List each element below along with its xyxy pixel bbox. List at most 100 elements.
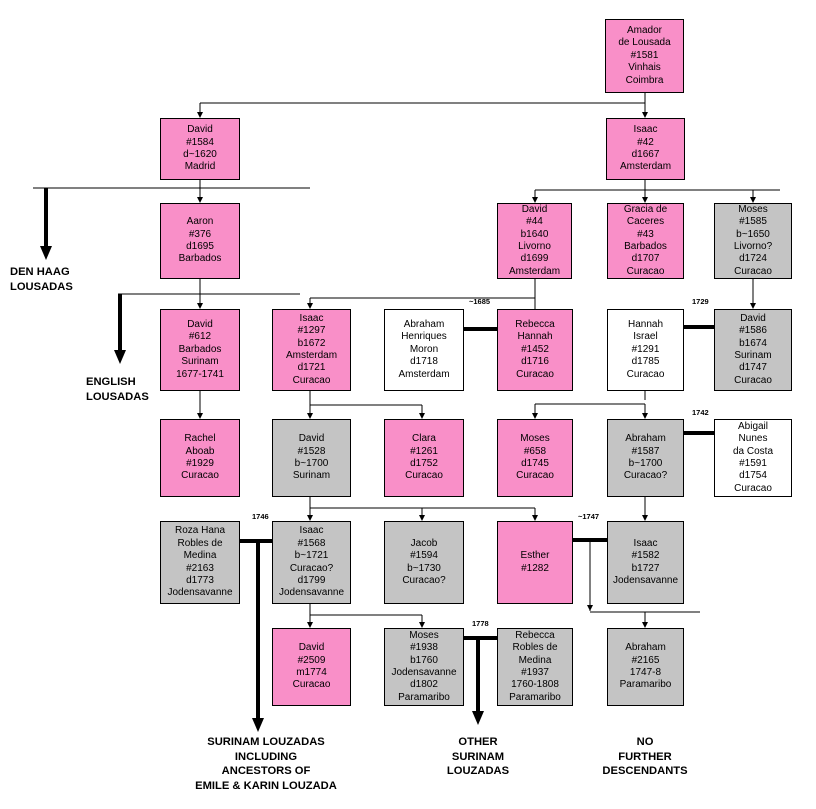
- person-box-line: Amsterdam: [398, 368, 450, 380]
- person-box-line: d1721: [297, 362, 326, 374]
- person-box-line: Barbados: [624, 241, 667, 252]
- person-box-line: Abraham: [403, 318, 445, 330]
- person-box-line: Amsterdam: [285, 350, 338, 361]
- person-box-line: David: [740, 312, 766, 324]
- marriage-year-label: 1746: [252, 512, 269, 521]
- person-box-line: Paramaribo: [509, 691, 561, 703]
- arrowhead: [197, 413, 203, 419]
- person-box-line: Moron: [409, 343, 439, 355]
- person-box-line: d1747: [739, 362, 767, 374]
- person-box-line: #376: [188, 228, 212, 240]
- branch-label-line: NO: [636, 736, 654, 748]
- person-box-line: Robles de: [512, 642, 558, 654]
- person-box-line: 1747-8: [629, 667, 662, 678]
- person-box-line: Jodensavanne: [391, 667, 457, 678]
- person-box-line: de Lousada: [618, 37, 671, 49]
- arrowhead: [532, 515, 538, 521]
- person-box-line: Moses: [409, 629, 439, 641]
- person-box-line: #2509: [297, 654, 326, 666]
- person-box-line: d1745: [521, 458, 549, 469]
- arrowhead: [197, 303, 203, 309]
- person-box-esther-1282[interactable]: Esther#1282: [497, 521, 573, 604]
- person-box-line: Curacao: [292, 374, 331, 386]
- person-box-line: Curacao: [626, 265, 665, 277]
- person-box-line: d1785: [631, 356, 660, 368]
- person-box-line: #1587: [631, 445, 660, 457]
- person-box-line: Medina: [518, 654, 552, 666]
- person-box-line: b~1700: [628, 458, 663, 469]
- person-box-line: Isaac: [299, 525, 324, 537]
- person-box-line: Surinam: [734, 350, 772, 361]
- branch-arrowhead: [252, 718, 264, 732]
- person-box-line: #1452: [521, 343, 549, 355]
- person-box-line: d1699: [520, 253, 549, 265]
- person-box-line: 1677-1741: [176, 368, 224, 380]
- person-box-line: Nunes: [738, 433, 768, 445]
- arrowhead: [750, 303, 756, 309]
- person-box-line: Abigail: [737, 420, 769, 432]
- person-box-line: Paramaribo: [619, 679, 672, 691]
- branch-label-line: SURINAM LOUZADAS: [207, 736, 325, 748]
- person-box-line: d1707: [631, 253, 660, 265]
- person-box-line: d1718: [410, 356, 438, 368]
- person-box-line: b1727: [631, 562, 660, 574]
- person-box-line: Madrid: [184, 161, 216, 173]
- person-box-line: Livorno: [518, 241, 551, 252]
- person-box-line: Amsterdam: [508, 265, 561, 277]
- branch-label-line: FURTHER: [618, 750, 672, 763]
- person-box-line: b1674: [739, 337, 767, 349]
- person-box-line: Aaron: [186, 216, 214, 228]
- person-box-line: Curacao?: [402, 574, 446, 586]
- person-box-line: #1591: [739, 458, 767, 469]
- person-box-line: Robles de: [177, 537, 223, 549]
- branch-label-line: OTHER: [458, 736, 498, 748]
- arrowhead: [532, 197, 538, 203]
- person-box-line: #1938: [410, 642, 438, 654]
- arrowhead: [532, 413, 538, 419]
- branch-label-no-descendants: NO FURTHER DESCENDANTS: [590, 735, 700, 779]
- person-box-line: Medina: [183, 550, 217, 562]
- person-box-line: d1799: [297, 574, 326, 586]
- person-box-line: #1586: [739, 325, 767, 337]
- person-box-line: #612: [188, 331, 212, 343]
- person-box-line: Vinhais: [628, 62, 661, 74]
- person-box-line: Rebecca: [515, 318, 555, 330]
- person-box-line: David: [187, 124, 213, 136]
- person-box-line: #1585: [739, 216, 767, 228]
- person-box-line: #1929: [186, 458, 214, 469]
- branch-label-line: DESCENDANTS: [602, 765, 688, 778]
- marriage-year-label: 1778: [472, 619, 489, 628]
- person-box-line: #2163: [186, 562, 214, 574]
- arrowhead: [419, 515, 425, 521]
- person-box-line: Abraham: [625, 433, 666, 445]
- person-box-line: David: [298, 642, 325, 654]
- person-box-line: Paramaribo: [398, 691, 450, 703]
